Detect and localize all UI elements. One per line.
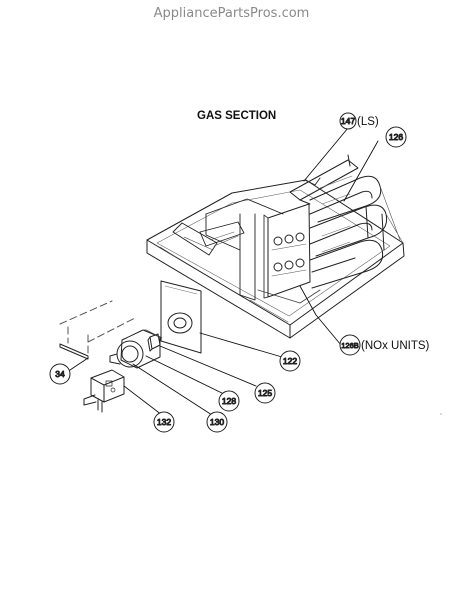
callout-130: 130 xyxy=(206,411,228,433)
cabinet-partitions xyxy=(172,198,321,304)
svg-text:130: 130 xyxy=(210,417,224,427)
diagram-title: GAS SECTION xyxy=(197,110,277,122)
svg-text:(NOx UNITS): (NOx UNITS) xyxy=(361,340,430,352)
callout-132: 132 xyxy=(153,411,175,433)
gas-valve xyxy=(83,369,125,413)
svg-text:122: 122 xyxy=(283,356,297,366)
igniter-rod xyxy=(59,300,136,360)
callout-126: 126 xyxy=(385,126,407,148)
leader-lines xyxy=(69,127,379,416)
callout-147: 147 (LS) xyxy=(339,112,379,130)
callout-128: 128 xyxy=(218,390,240,412)
cabinet-base-pan xyxy=(146,179,405,339)
svg-text:(LS): (LS) xyxy=(357,116,379,128)
svg-text:132: 132 xyxy=(157,417,171,427)
callout-122: 122 xyxy=(279,350,301,372)
watermark: AppliancePartsPros.com xyxy=(153,6,310,21)
svg-text:126B: 126B xyxy=(341,341,359,350)
heat-exchanger xyxy=(263,154,404,299)
callout-125: 125 xyxy=(254,382,276,404)
svg-text:34: 34 xyxy=(55,369,65,379)
callout-34: 34 xyxy=(49,363,71,385)
inducer-blower-assembly xyxy=(109,329,163,369)
svg-text:128: 128 xyxy=(222,396,236,406)
callout-126b: 126B (NOx UNITS) xyxy=(339,334,430,356)
svg-text:125: 125 xyxy=(258,388,272,398)
burner-cover-plate xyxy=(160,280,202,354)
svg-text:126: 126 xyxy=(389,132,403,142)
scan-speck xyxy=(440,413,442,415)
svg-text:147: 147 xyxy=(341,116,355,126)
